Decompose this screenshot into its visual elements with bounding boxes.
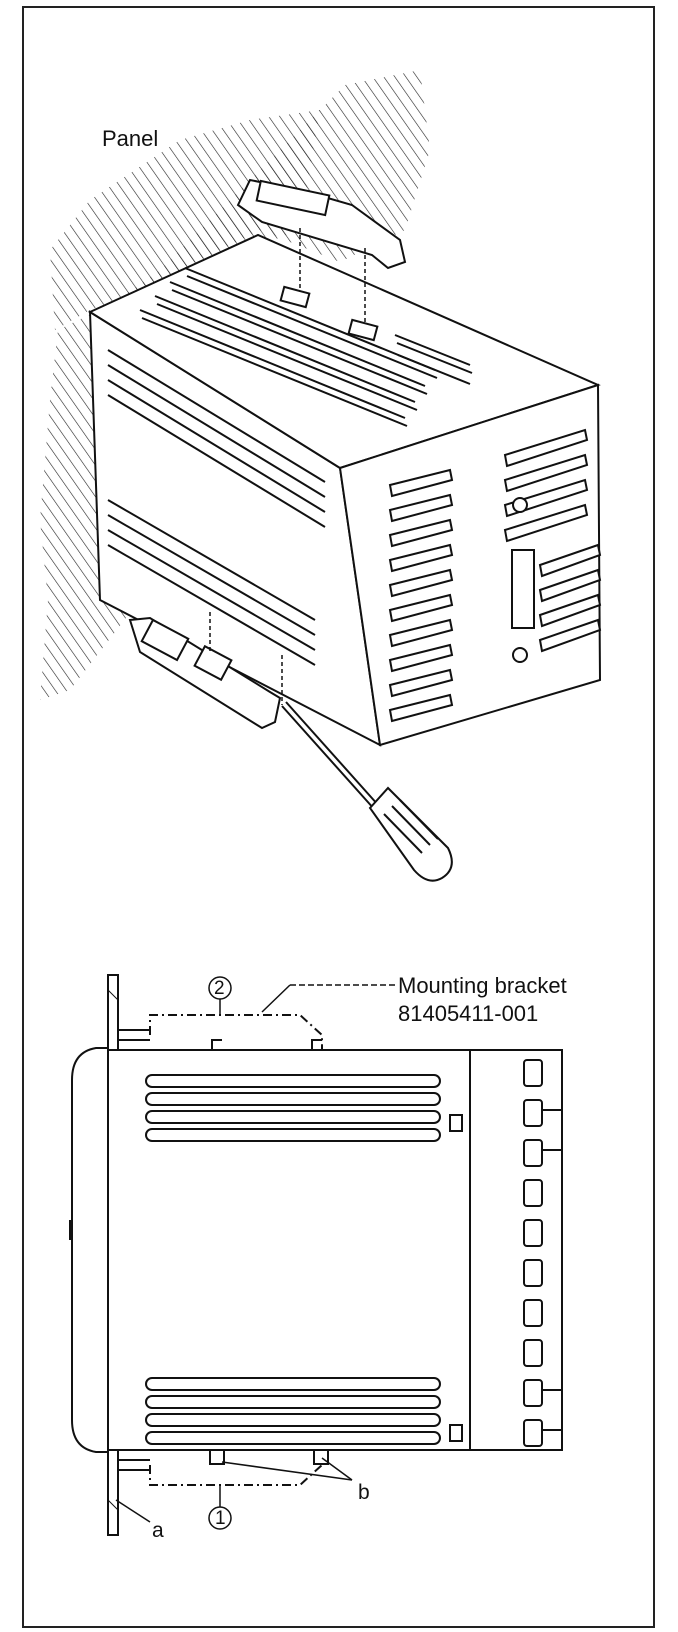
- terminal-block: [388, 428, 602, 723]
- top-slot-right: [347, 318, 379, 342]
- panel-wall-hatch-left: [50, 110, 320, 330]
- top-bracket-clip: [255, 179, 331, 217]
- panel-label: Panel: [102, 126, 159, 151]
- isometric-mounting-view: [40, 70, 602, 882]
- label-a: a: [152, 1519, 164, 1542]
- screwdriver: [281, 701, 453, 882]
- bracket-part-number: 81405411-001: [398, 1001, 539, 1026]
- connector: [511, 549, 535, 629]
- mounting-bracket-label: Mounting bracket: [398, 973, 567, 998]
- top-slot-left: [279, 285, 311, 309]
- bottom-bracket-clip-2: [193, 644, 233, 682]
- bottom-bracket-clip: [140, 618, 190, 662]
- top-vents: [139, 267, 473, 427]
- callout-1-number: 1: [215, 1508, 226, 1529]
- front-vents: [107, 349, 326, 666]
- label-b: b: [358, 1481, 370, 1504]
- connector-screw-bottom: [512, 647, 528, 663]
- connector-screw-top: [512, 497, 528, 513]
- callout-2-number: 2: [214, 978, 225, 999]
